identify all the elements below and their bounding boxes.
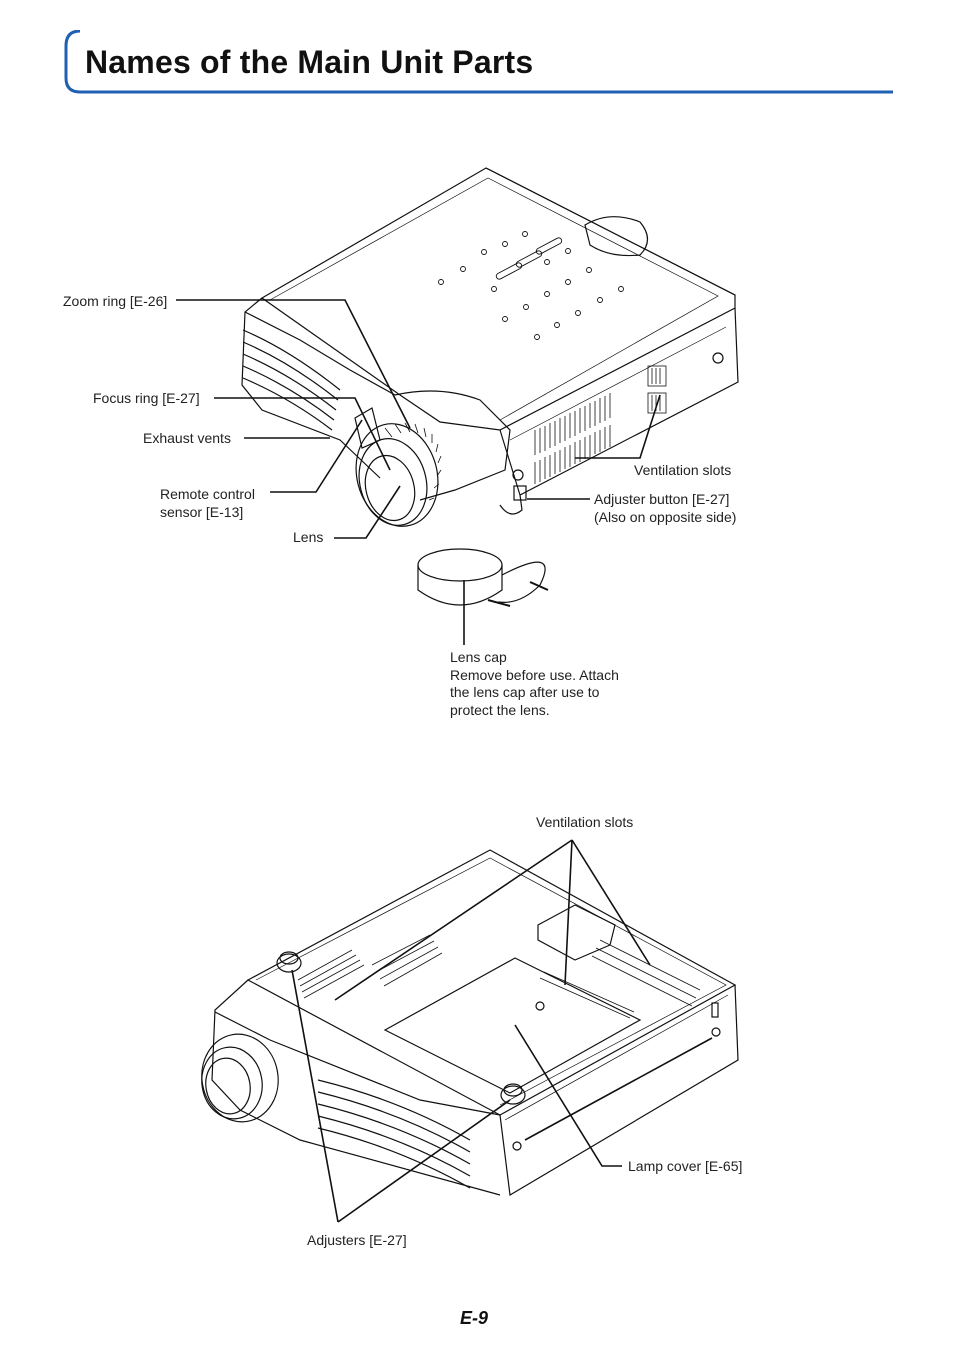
label-lens-cap-line-4: protect the lens. <box>450 701 550 718</box>
label-lens-cap-line-2: Remove before use. Attach <box>450 666 619 683</box>
label-zoom-ring: Zoom ring [E-26] <box>63 293 168 309</box>
label-lens-cap: Lens cap Remove before use. Attach the l… <box>450 649 621 719</box>
label-remote-sensor: Remote control sensor [E-13] <box>160 485 255 521</box>
label-lens-cap-line-3: the lens cap after use to <box>450 684 600 700</box>
projector-top-view <box>241 167 739 607</box>
label-adjuster-button-line-2: (Also on opposite side) <box>594 509 737 525</box>
label-adjuster-button: Adjuster button [E-27] (Also on opposite… <box>594 490 736 526</box>
label-lens: Lens <box>293 529 324 545</box>
label-lens-cap-title: Lens cap <box>450 649 507 665</box>
top-view-leader-lines <box>176 299 661 645</box>
page-number: E-9 <box>460 1308 489 1328</box>
label-ventilation-slots-top: Ventilation slots <box>634 462 732 478</box>
page-title: Names of the Main Unit Parts <box>85 44 534 80</box>
label-adjuster-button-line-1: Adjuster button [E-27] <box>594 491 730 507</box>
label-lamp-cover: Lamp cover [E-65] <box>628 1158 743 1174</box>
label-exhaust-vents: Exhaust vents <box>143 430 231 446</box>
label-remote-sensor-line-1: Remote control <box>160 486 255 502</box>
label-remote-sensor-line-2: sensor [E-13] <box>160 504 244 520</box>
bottom-view-leader-lines <box>291 839 713 1223</box>
label-adjusters: Adjusters [E-27] <box>307 1232 407 1248</box>
label-focus-ring: Focus ring [E-27] <box>93 390 200 406</box>
title-frame <box>64 30 893 94</box>
projector-bottom-view <box>201 849 739 1196</box>
label-ventilation-slots-bottom: Ventilation slots <box>536 814 634 830</box>
